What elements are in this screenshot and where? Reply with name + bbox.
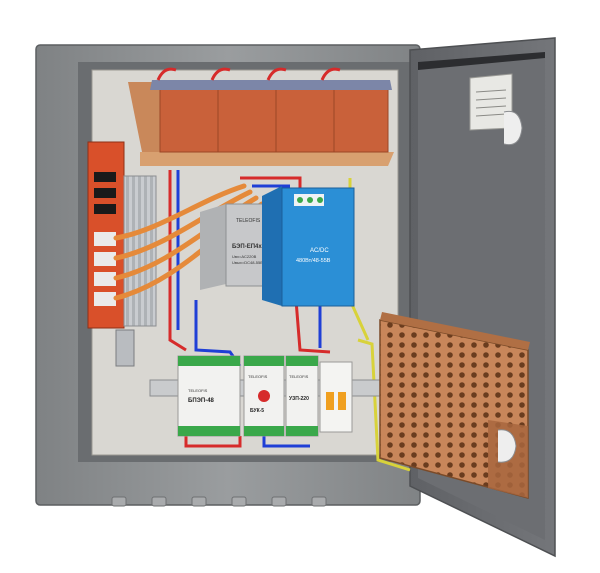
- module-1-name: БПЭП-48: [188, 398, 215, 404]
- wiring: [168, 170, 411, 472]
- module-uzp220: TELEOFIS УЗП-220: [285, 355, 319, 437]
- circuit-breakers: [319, 361, 353, 433]
- network-switch: [87, 141, 157, 367]
- battery-bank: [150, 67, 392, 153]
- module-bpep48: TELEOFIS БПЭП-48: [177, 355, 241, 437]
- psu-spec-line-2: Uвых=DC48-55В: [232, 260, 263, 265]
- module-buk5: TELEOFIS БУК-5: [243, 355, 285, 437]
- battery-shelf: [128, 82, 394, 166]
- module-3-name: УЗП-220: [289, 396, 309, 402]
- door-hinge-top: [503, 110, 523, 146]
- psu-spec-line-1: Uвх=AC220В: [232, 254, 257, 259]
- module-3-brand: TELEOFIS: [289, 374, 309, 379]
- door-label-plate: [469, 73, 513, 131]
- dcdc-spec: 480Вт/48-55В: [296, 258, 331, 264]
- heater-grille: [379, 312, 530, 499]
- psu-brand: TELEOFIS: [236, 218, 261, 224]
- dcdc-title: AC/DC: [310, 248, 329, 254]
- module-2-brand: TELEOFIS: [248, 374, 268, 379]
- psu-model: БЭП-ЕП4х2: [232, 244, 266, 250]
- module-1-brand: TELEOFIS: [188, 388, 208, 393]
- module-2-name: БУК-5: [250, 408, 264, 414]
- ac-dc-power-supply: AC/DC 480Вт/48-55В: [262, 186, 355, 307]
